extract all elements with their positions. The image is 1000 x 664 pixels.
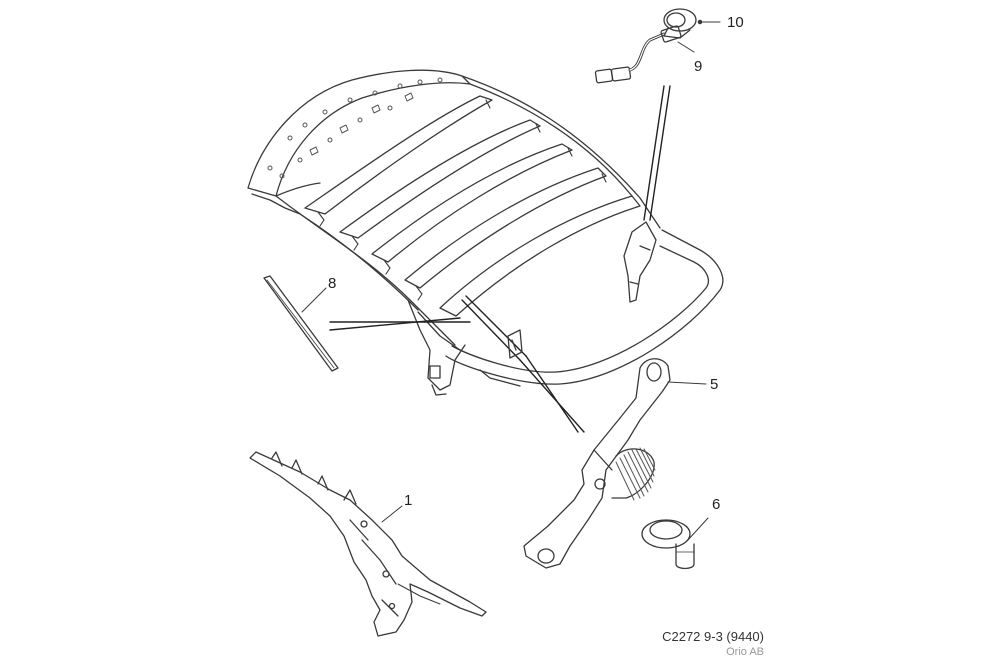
leader-9 xyxy=(677,41,695,53)
leader-6 xyxy=(687,517,709,541)
callout-5: 5 xyxy=(710,376,719,393)
diagram-code: C2272 9-3 (9440) xyxy=(662,629,764,644)
side-rail-part xyxy=(249,451,487,637)
callout-1: 1 xyxy=(404,492,413,509)
callout-8: 8 xyxy=(328,275,337,292)
switch-part xyxy=(663,8,721,39)
callout-9: 9 xyxy=(694,58,703,75)
bolt-part xyxy=(641,517,709,570)
leader-lines xyxy=(329,85,671,433)
leader-8 xyxy=(301,287,327,313)
convertible-top-frame xyxy=(247,69,724,396)
trim-strip-part xyxy=(263,275,339,372)
callout-6: 6 xyxy=(712,496,721,513)
leader-5 xyxy=(667,381,707,385)
hoop-bracket xyxy=(507,329,523,359)
harness-part xyxy=(594,25,695,84)
leader-1 xyxy=(381,505,403,523)
hinge-bracket-part xyxy=(523,358,707,569)
diagram-organization: Orio AB xyxy=(726,646,764,658)
callout-10: 10 xyxy=(727,14,744,31)
